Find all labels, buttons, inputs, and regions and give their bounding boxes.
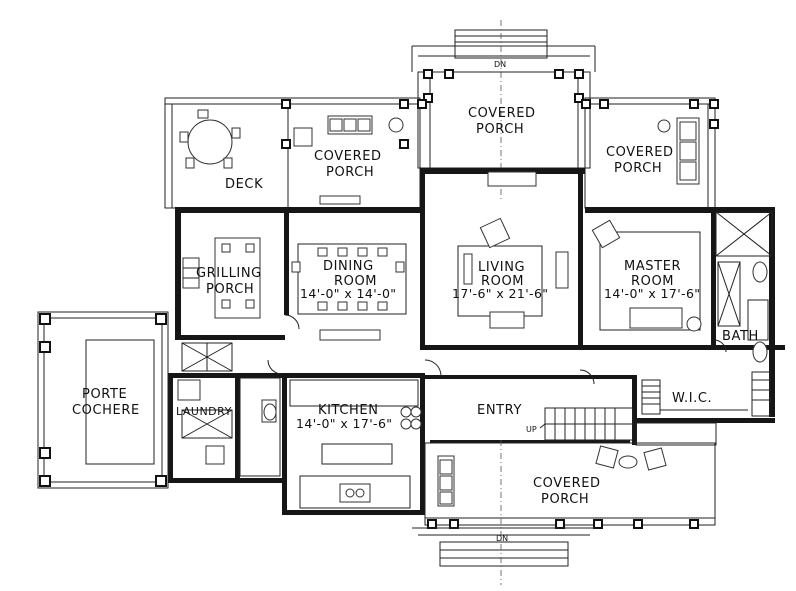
entry-up-label: UP: [526, 425, 537, 434]
left-porch-furniture: [293, 115, 404, 147]
porte-cochere: [37, 311, 169, 489]
left-porch-label-line1: COVERED: [314, 149, 382, 164]
kitchen-dimension: 14'-0" x 17'-6": [296, 416, 392, 431]
door-swings: [267, 314, 727, 385]
dining-room-label-line1: DINING: [323, 259, 374, 274]
bath: [717, 261, 769, 363]
left-porch-label-line2: PORCH: [326, 165, 374, 180]
top-dn-label: DN: [494, 60, 506, 69]
powder-room: [239, 377, 281, 477]
dining-room-label-line2: ROOM: [334, 274, 377, 289]
living-room-label-line2: ROOM: [481, 274, 524, 289]
master-room-dimension: 14'-0" x 17'-6": [604, 286, 700, 301]
master-room-label-line2: ROOM: [631, 274, 674, 289]
right-porch-label-line2: PORCH: [614, 161, 662, 176]
porte-cochere-label-line2: COCHERE: [72, 403, 140, 418]
living-room: [319, 171, 569, 329]
top-steps: [411, 29, 596, 72]
bath-label: BATH: [722, 329, 759, 344]
right-porch-label-line1: COVERED: [606, 145, 674, 160]
grilling-porch-label-line1: GRILLING: [196, 266, 262, 281]
kitchen: [289, 379, 422, 509]
left-porch-deck: [164, 97, 427, 209]
top-porch-label-line1: COVERED: [468, 106, 536, 121]
entry-stair: [539, 407, 634, 441]
bottom-dn-label: DN: [496, 534, 508, 543]
laundry-label: LAUNDRY: [176, 405, 232, 418]
grilling-porch-label-line2: PORCH: [206, 282, 254, 297]
grilling-porch: [182, 237, 261, 319]
bottom-porch-label-line1: COVERED: [533, 476, 601, 491]
mudroom-tile: [177, 342, 277, 465]
dining-room-dimension: 14'-0" x 14'-0": [300, 286, 396, 301]
deck-table: [179, 109, 241, 169]
living-room-dimension: 17'-6" x 21'-6": [452, 286, 548, 301]
kitchen-label: KITCHEN: [318, 403, 379, 418]
entry-label: ENTRY: [477, 403, 522, 418]
living-room-label-line1: LIVING: [478, 260, 525, 275]
deck-label: DECK: [225, 177, 263, 192]
master-room: [591, 211, 773, 332]
top-porch-label-line2: PORCH: [476, 122, 524, 137]
bottom-porch-label-line2: PORCH: [541, 492, 589, 507]
master-room-label-line1: MASTER: [624, 259, 681, 274]
dining-room: [291, 243, 407, 341]
bottom-steps: [412, 527, 595, 567]
porte-cochere-label-line1: PORTE: [82, 387, 127, 402]
wic: [641, 371, 771, 417]
bottom-covered-porch: [424, 422, 717, 529]
wic-label: W.I.C.: [672, 391, 712, 406]
main-walls: [168, 168, 785, 515]
